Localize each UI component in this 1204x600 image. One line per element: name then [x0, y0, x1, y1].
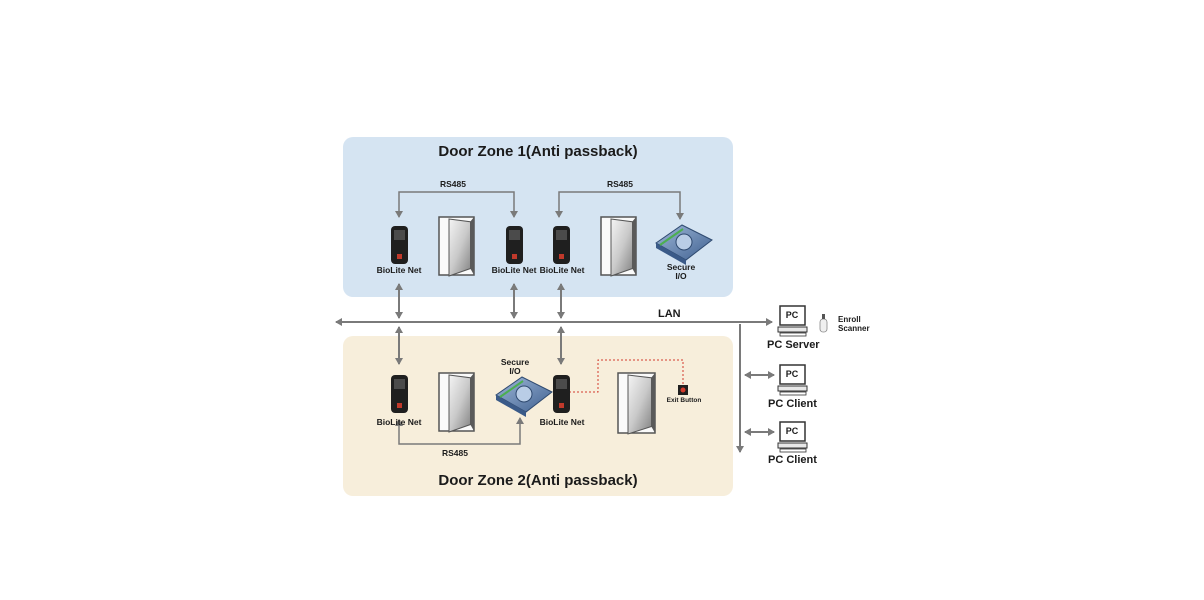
enroll-scanner-label-line2: Scanner	[838, 324, 870, 333]
biolite-reader-zone2-1	[391, 375, 408, 413]
pc-server-screen-label: PC	[785, 310, 799, 320]
door-zone-2: Door Zone 2(Anti passback)	[343, 336, 733, 496]
biolite-reader-zone1-3	[553, 226, 570, 264]
exit-button-label: Exit Button	[666, 397, 702, 404]
lan-label: LAN	[658, 308, 681, 320]
biolite-label-zone2-2: BioLite Net	[539, 417, 585, 427]
enroll-scanner-device	[819, 314, 828, 333]
rs485-label-zone2: RS485	[442, 448, 468, 458]
exit-button-wire	[569, 359, 684, 393]
biolite-label-zone1-2: BioLite Net	[491, 265, 537, 275]
secure-io-label-zone1: Secure I/O	[667, 263, 695, 281]
rs485-link-zone1-b	[555, 191, 684, 220]
rs485-label-zone1-a: RS485	[440, 179, 466, 189]
pc-client-1-screen-label: PC	[785, 369, 799, 379]
door-zone1-1	[438, 216, 475, 277]
secure-io-label-zone2-line2: I/O	[509, 366, 521, 376]
secure-io-label-zone2-line1: Secure	[500, 357, 530, 367]
door-zone2-2	[617, 372, 656, 435]
biolite-reader-zone1-1	[391, 226, 408, 264]
rs485-link-zone2	[395, 417, 524, 445]
rs485-label-zone1-b: RS485	[607, 179, 633, 189]
secure-io-label-zone2: Secure I/O	[501, 358, 529, 376]
pc-client-2-computer	[777, 421, 808, 453]
pc-server-computer	[777, 305, 808, 337]
door-zone-2-title: Door Zone 2(Anti passback)	[438, 472, 638, 489]
rs485-link-zone1-a	[395, 191, 518, 218]
biolite-reader-zone1-2	[506, 226, 523, 264]
biolite-reader-zone2-2	[553, 375, 570, 413]
door-zone2-1	[438, 372, 475, 433]
secure-io-zone1	[655, 224, 713, 265]
biolite-label-zone1-3: BioLite Net	[539, 265, 585, 275]
pc-client-2-screen-label: PC	[785, 426, 799, 436]
biolite-label-zone1-1: BioLite Net	[376, 265, 422, 275]
door-zone1-2	[600, 216, 637, 277]
enroll-scanner-label: Enroll Scanner	[838, 315, 870, 333]
secure-io-label-zone1-line2: I/O	[675, 271, 687, 281]
pc-client-1-label: PC Client	[768, 398, 817, 410]
secure-io-zone2	[495, 376, 553, 417]
enroll-scanner-label-line1: Enroll	[838, 315, 861, 324]
pc-client-2-label: PC Client	[768, 454, 817, 466]
exit-button	[678, 385, 688, 395]
biolite-label-zone2-1: BioLite Net	[376, 417, 422, 427]
door-zone-1-title: Door Zone 1(Anti passback)	[438, 143, 638, 160]
pc-client-1-computer	[777, 364, 808, 396]
pc-server-label: PC Server	[767, 339, 820, 351]
secure-io-label-zone1-line1: Secure	[666, 262, 696, 272]
